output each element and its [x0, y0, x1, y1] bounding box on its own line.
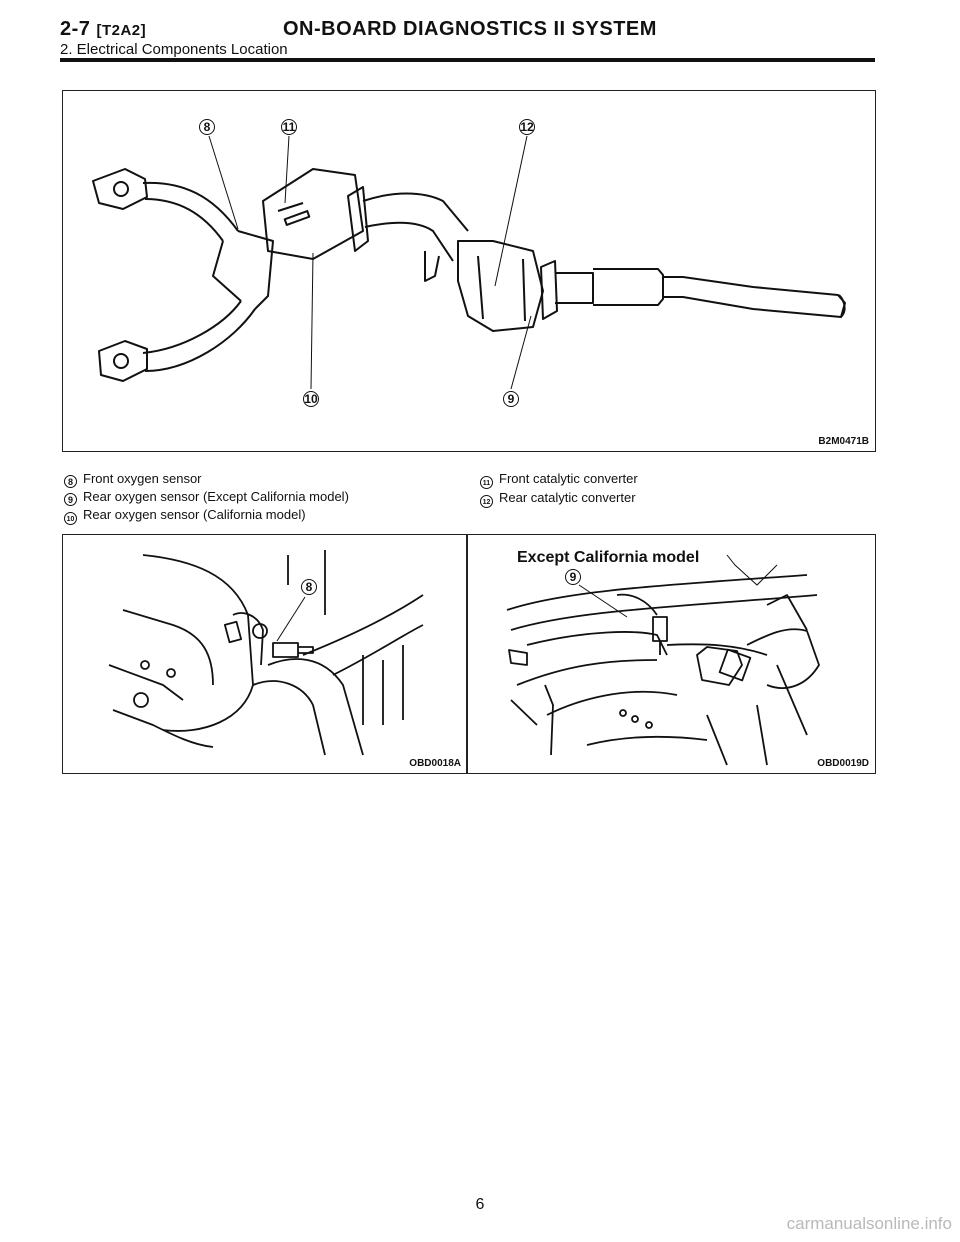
- legend-number: 9: [64, 493, 77, 506]
- figure-id: B2M0471B: [818, 436, 869, 447]
- front-oxygen-sensor-illustration: [108, 550, 424, 756]
- legend-item: 8 Front oxygen sensor: [64, 470, 349, 488]
- exhaust-system-illustration: [92, 168, 846, 382]
- legend-text: Rear oxygen sensor (California model): [83, 507, 306, 522]
- exhaust-system-figure: 8 11 12 10 9 B2M0471B: [62, 90, 876, 452]
- callout-8: 8: [199, 119, 215, 135]
- rear-oxygen-sensor-illustration: [506, 554, 820, 766]
- callout-leader-lines: [208, 135, 532, 390]
- callout-9-detail: 9: [565, 569, 581, 585]
- header-rule: [60, 58, 875, 62]
- callout-12: 12: [519, 119, 535, 135]
- callout-11: 11: [281, 119, 297, 135]
- legend-number: 8: [64, 475, 77, 488]
- legend-text: Front catalytic converter: [499, 471, 638, 486]
- callout-8-detail: 8: [301, 579, 317, 595]
- watermark: carmanualsonline.info: [786, 1214, 952, 1233]
- legend-right: 11 Front catalytic converter 12 Rear catal…: [480, 470, 638, 508]
- page-title: ON-BOARD DIAGNOSTICS II SYSTEM: [283, 18, 657, 40]
- legend-item: 11 Front catalytic converter: [480, 470, 638, 489]
- legend-number: 12: [480, 495, 493, 508]
- legend-item: 10 Rear oxygen sensor (California model): [64, 506, 349, 525]
- legend-text: Rear oxygen sensor (Except California mo…: [83, 489, 349, 504]
- figure-id: OBD0018A: [409, 758, 461, 769]
- legend-number: 10: [64, 512, 77, 525]
- detail-caption: Except California model: [517, 549, 700, 566]
- detail-figure-left: 8 OBD0018A: [62, 534, 468, 774]
- section-ref: [T2A2]: [96, 22, 147, 39]
- figure-id: OBD0019D: [817, 758, 869, 769]
- section-code: 2-7 [T2A2]: [60, 18, 147, 40]
- detail-figure-right: Except California model 9: [466, 534, 876, 774]
- legend-item: 9 Rear oxygen sensor (Except California m…: [64, 488, 349, 506]
- callout-9: 9: [503, 391, 519, 407]
- callout-10: 10: [303, 391, 319, 407]
- legend-number: 11: [480, 476, 493, 489]
- legend-item: 12 Rear catalytic converter: [480, 489, 638, 508]
- legend-text: Rear catalytic converter: [499, 490, 636, 505]
- page-subtitle: 2. Electrical Components Location: [60, 41, 288, 58]
- legend-text: Front oxygen sensor: [83, 471, 202, 486]
- page-number: 6: [475, 1196, 485, 1213]
